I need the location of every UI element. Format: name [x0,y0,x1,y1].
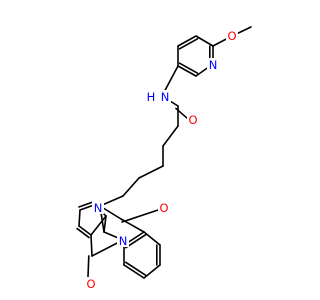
bond-a1-a2 [162,125,179,147]
atom-label-o-methoxy: O [227,29,236,43]
atom-n-pyridine: N [207,58,219,72]
atom-o-quinazolinone: O [158,201,170,215]
bond-c5-c6 [195,35,214,47]
bond-c6b-i1 [103,215,107,233]
bond-c6a-b7 [143,231,161,246]
bond-i4-i5 [78,225,92,236]
atom-label-h-amide: H [147,90,156,104]
molecule-structure: O N H N O N O N O [76,26,252,291]
bond-c2-c3 [178,62,199,75]
atom-label-n-bridge: N [119,234,128,248]
bond-a4-a5 [122,177,140,197]
bond-c4-c5 [178,37,199,50]
bond-c2-c3 [177,65,197,77]
atom-label-o-amide: O [188,113,197,127]
bond-i4-i5 [76,227,90,239]
bond-i2-i3 [78,201,94,208]
atom-o-amide: O [187,113,199,127]
bond-i5-i1 [90,215,107,236]
atom-label-n-amide: N [161,90,170,104]
atom-label-n-quinazoline: N [94,201,103,215]
bond-b8-b9 [143,264,161,279]
bond-b10a-c6a [124,233,147,249]
atom-label-o-quinazolinone: O [159,201,168,215]
atom-label-o-isoindolinone: O [86,277,95,291]
bond-b9-b10 [124,261,147,277]
atom-o-isoindolinone: O [85,277,97,291]
atom-label-n-pyridine: N [209,58,218,72]
bond-i3-i4 [78,209,81,227]
atom-o-methoxy: O [226,29,238,43]
bond-c4-c5 [177,35,197,47]
bond-i5-c11 [90,234,93,257]
bond-i2-i3 [79,204,95,211]
bond-lines [76,26,252,283]
atom-labels: O N H N O N O N O [85,29,238,291]
atom-n-bridge: N [117,234,129,248]
atom-nh-amide: H N [145,90,171,104]
bond-b9-b10 [123,264,145,279]
bond-c6q-o6 [121,208,162,223]
bond-a3-a4 [138,165,164,179]
atom-n-quinazoline: N [92,201,104,215]
